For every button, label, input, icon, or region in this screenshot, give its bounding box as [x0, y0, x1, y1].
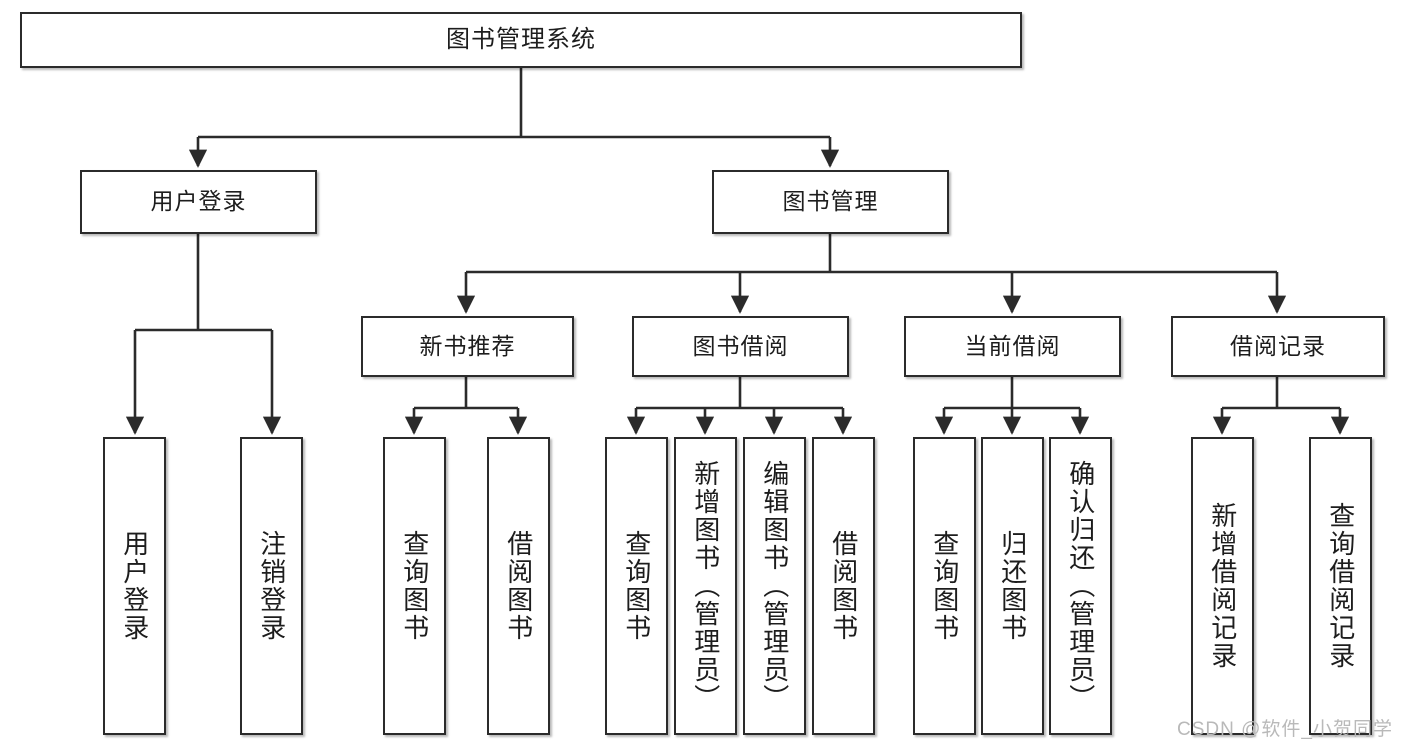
leaf-query-borrow-record[interactable]: 查询借阅记录 — [1309, 437, 1372, 735]
leaf-confirm-return-admin[interactable]: 确认归还（管理员） — [1049, 437, 1112, 735]
node-borrow-record[interactable]: 借阅记录 — [1171, 316, 1385, 377]
node-label: 当前借阅 — [964, 332, 1061, 359]
leaf-query-book-current[interactable]: 查询图书 — [913, 437, 976, 735]
leaf-add-book-admin[interactable]: 新增图书（管理员） — [674, 437, 737, 735]
node-label: 查询图书 — [621, 530, 652, 642]
csdn-watermark: CSDN @软件_小贺同学 — [1177, 719, 1393, 740]
node-label: 新增借阅记录 — [1207, 502, 1238, 670]
node-label: 归还图书 — [997, 530, 1028, 642]
node-book-borrow[interactable]: 图书借阅 — [632, 316, 849, 377]
leaf-add-borrow-record[interactable]: 新增借阅记录 — [1191, 437, 1254, 735]
node-label: 查询图书 — [929, 530, 960, 642]
node-root-book-management-system[interactable]: 图书管理系统 — [20, 12, 1022, 68]
node-label: 查询借阅记录 — [1325, 502, 1356, 670]
node-label: 借阅记录 — [1230, 332, 1326, 359]
node-label: 用户登录 — [119, 530, 150, 642]
node-label: 编辑图书（管理员） — [759, 460, 790, 712]
node-label: 图书借阅 — [692, 332, 789, 359]
node-label: 确认归还（管理员） — [1065, 460, 1096, 712]
leaf-borrow-book-borrow[interactable]: 借阅图书 — [812, 437, 875, 735]
node-label: 图书管理 — [782, 188, 879, 215]
node-user-login[interactable]: 用户登录 — [80, 170, 317, 234]
leaf-borrow-book-new-recommend[interactable]: 借阅图书 — [487, 437, 550, 735]
node-label: 查询图书 — [399, 530, 430, 642]
leaf-edit-book-admin[interactable]: 编辑图书（管理员） — [743, 437, 806, 735]
leaf-query-book-new-recommend[interactable]: 查询图书 — [383, 437, 446, 735]
node-label: 图书管理系统 — [446, 25, 596, 53]
node-label: 借阅图书 — [503, 530, 534, 642]
node-label: 注销登录 — [256, 530, 287, 642]
node-current-borrow[interactable]: 当前借阅 — [904, 316, 1121, 377]
node-book-management[interactable]: 图书管理 — [712, 170, 949, 234]
leaf-user-login[interactable]: 用户登录 — [103, 437, 166, 735]
node-label: 新增图书（管理员） — [690, 460, 721, 712]
leaf-logout-login[interactable]: 注销登录 — [240, 437, 303, 735]
leaf-query-book-borrow[interactable]: 查询图书 — [605, 437, 668, 735]
node-new-book-recommend[interactable]: 新书推荐 — [361, 316, 574, 377]
node-label: 借阅图书 — [828, 530, 859, 642]
node-label: 用户登录 — [150, 188, 247, 215]
leaf-return-book[interactable]: 归还图书 — [981, 437, 1044, 735]
node-label: 新书推荐 — [419, 332, 516, 359]
